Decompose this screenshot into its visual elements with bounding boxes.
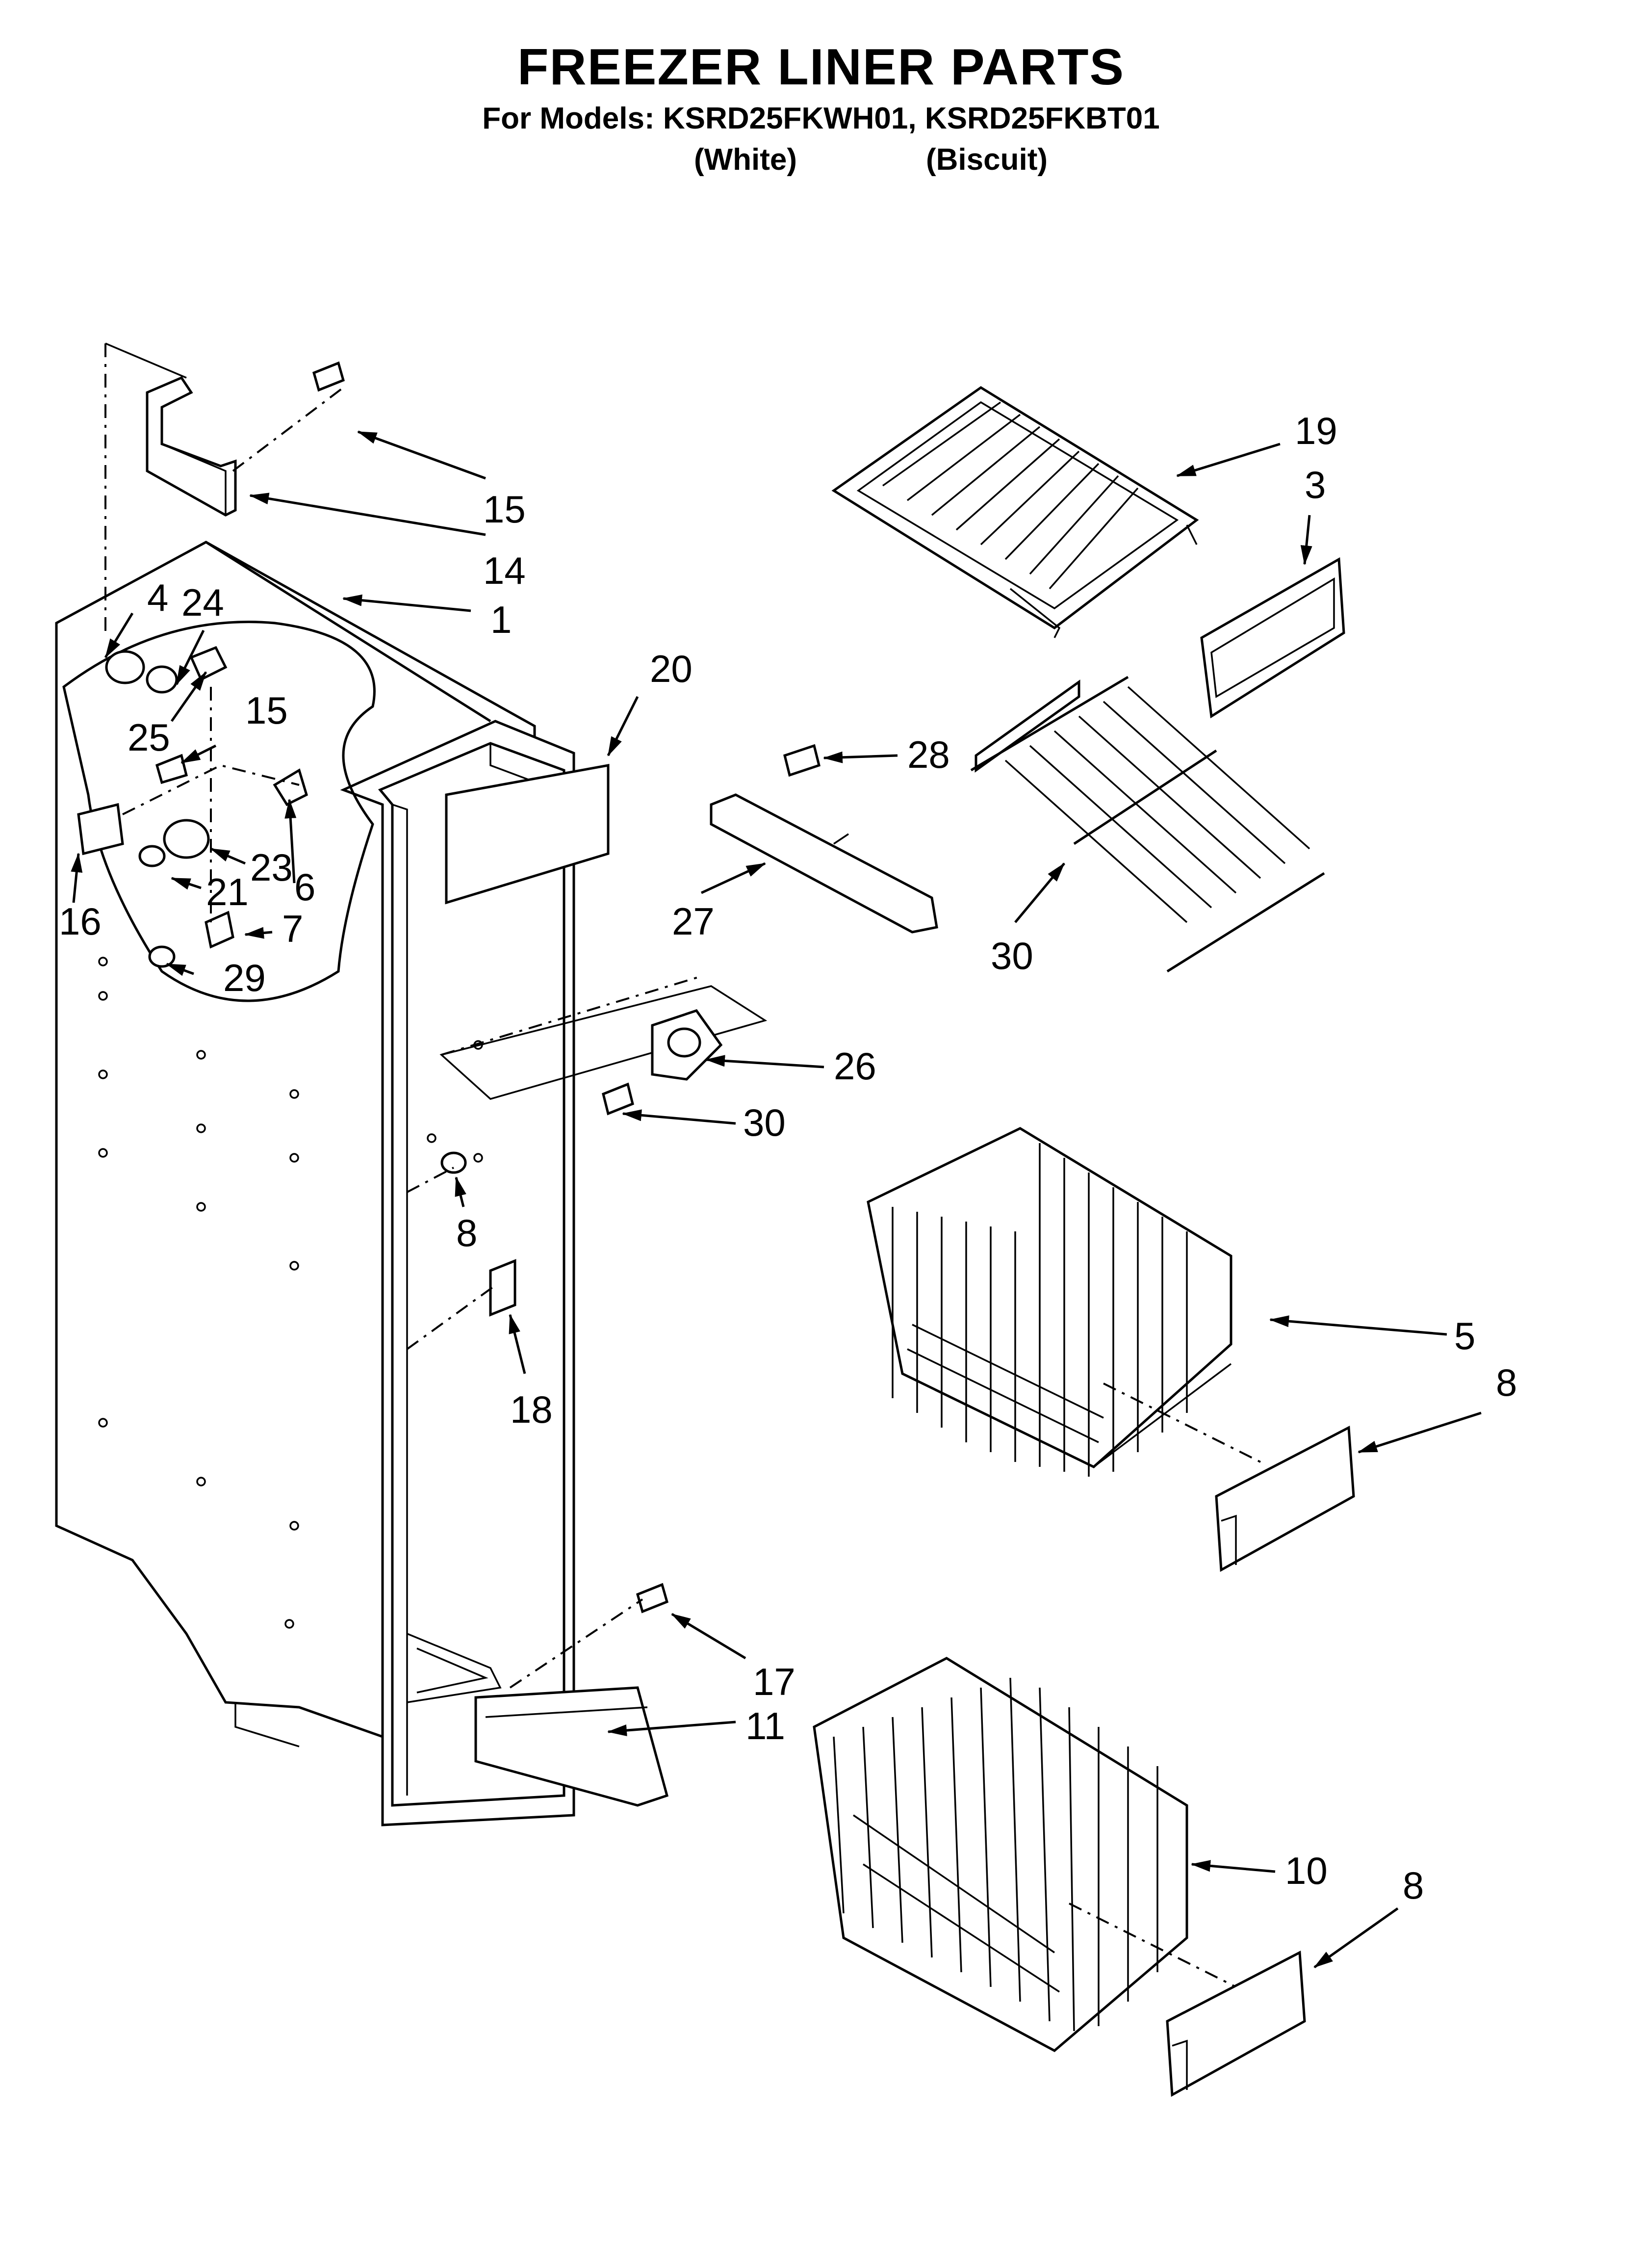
variant-biscuit-label: (Biscuit) — [926, 143, 1048, 177]
liner-face-parts — [406, 764, 702, 1807]
callout-23: 19 — [1295, 409, 1337, 452]
callout-28: 27 — [672, 900, 715, 943]
callout-30-mid: 30 — [743, 1101, 786, 1144]
page-title: FREEZER LINER PARTS — [517, 39, 1125, 96]
models-line: For Models: KSRD25FKWH01, KSRD25FKBT01 — [482, 102, 1160, 136]
leader-lines — [71, 430, 1482, 1969]
callout-3: 3 — [1305, 463, 1326, 506]
callout-25: 24 — [181, 581, 224, 624]
freezer-liner — [55, 342, 575, 1826]
basket-11 — [813, 1657, 1236, 2053]
diagram-header: FREEZER LINER PARTS For Models: KSRD25FK… — [0, 39, 1642, 136]
callout-labels: 15 14 1 4 24 15 25 23 6 21 16 7 29 20 19… — [59, 409, 1517, 1907]
callout-4: 4 — [147, 576, 168, 619]
callout-26: 25 — [128, 716, 170, 759]
callout-15-mid: 15 — [245, 689, 288, 732]
basket-trim-8-lower — [1166, 1951, 1306, 2097]
callout-30-left: 29 — [223, 956, 266, 999]
shelf-trim-3 — [1200, 557, 1345, 719]
callout-1: 1 — [490, 598, 512, 641]
callout-11: 10 — [1285, 1849, 1328, 1892]
callout-8-upper: 8 — [1496, 1361, 1517, 1404]
callout-16: 16 — [59, 900, 102, 943]
callout-18: 17 — [753, 1660, 795, 1703]
basket-5 — [867, 1127, 1261, 1477]
callout-20: 21 — [206, 870, 249, 913]
shelf-rail-28 — [710, 744, 938, 934]
callout-27: 26 — [834, 1044, 876, 1088]
variant-white-label: (White) — [694, 143, 797, 177]
callout-14: 14 — [483, 549, 526, 592]
callout-29: 28 — [907, 733, 950, 776]
callout-7: 7 — [282, 907, 303, 950]
wire-shelf-31 — [970, 676, 1325, 973]
callout-21: 23 — [250, 846, 293, 889]
callout-15-top: 15 — [483, 488, 526, 531]
callout-10: 8 — [456, 1211, 477, 1254]
callout-5: 5 — [1454, 1314, 1475, 1357]
callout-6: 6 — [294, 865, 315, 909]
callout-17: 11 — [745, 1704, 785, 1747]
fan-bracket-assembly — [439, 985, 768, 1116]
callout-8-lower: 8 — [1403, 1864, 1424, 1907]
callout-24: 20 — [650, 647, 693, 690]
callout-31: 30 — [991, 934, 1033, 977]
basket-trim-8-upper — [1215, 1426, 1355, 1572]
callout-19: 18 — [510, 1388, 553, 1431]
top-shelf-23 — [831, 386, 1199, 638]
